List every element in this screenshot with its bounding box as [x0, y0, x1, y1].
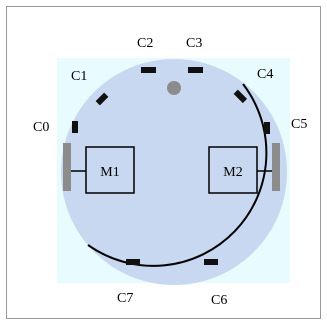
motor-m2-label: M2 — [223, 165, 242, 180]
center-dot — [167, 81, 181, 95]
robot-body — [61, 59, 287, 285]
sensor-label-c2: C2 — [137, 36, 153, 51]
sensor-marker-c6 — [204, 259, 218, 265]
motor-m2: M2 — [208, 146, 272, 194]
sensor-label-c3: C3 — [186, 36, 202, 51]
sensor-marker-c7 — [126, 259, 140, 265]
sensor-marker-c0 — [72, 121, 78, 133]
sensor-marker-c5 — [264, 122, 270, 134]
sensor-label-c5: C5 — [291, 117, 307, 132]
sensor-marker-c2 — [141, 67, 156, 73]
right-wheel — [272, 143, 280, 191]
motor-m1-box — [85, 146, 135, 194]
motor-m2-box — [208, 146, 258, 194]
left-wheel — [63, 143, 71, 191]
sensor-marker-c4 — [233, 89, 248, 104]
sensor-label-c0: C0 — [33, 120, 49, 135]
sensor-label-c6: C6 — [211, 293, 227, 308]
sensor-label-c1: C1 — [71, 69, 87, 84]
sensor-marker-c3 — [188, 67, 203, 73]
motor-m1: M1 — [71, 146, 135, 194]
sensor-label-c4: C4 — [257, 67, 273, 82]
sensor-marker-c1 — [95, 92, 109, 106]
motor-m1-label: M1 — [100, 165, 119, 180]
sensor-label-c7: C7 — [117, 291, 133, 306]
